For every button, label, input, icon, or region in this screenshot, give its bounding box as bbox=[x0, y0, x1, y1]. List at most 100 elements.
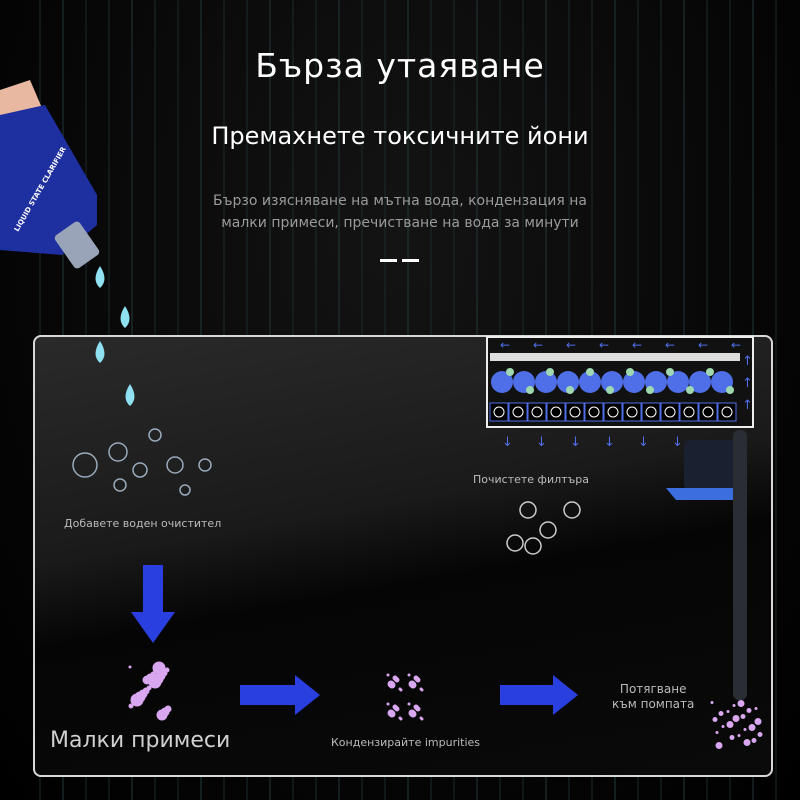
page-title: Бърза утаяване bbox=[255, 46, 545, 85]
flow-arrow-down-icon: ↓ bbox=[604, 435, 615, 450]
impurity-particle bbox=[743, 728, 747, 731]
filter-media bbox=[623, 371, 645, 393]
impurity-particle bbox=[386, 702, 390, 706]
water-drop-icon bbox=[125, 384, 135, 406]
water-drops bbox=[95, 266, 135, 406]
filter-ring bbox=[607, 406, 619, 418]
bubble-icon bbox=[539, 521, 557, 539]
impurity-particle bbox=[128, 703, 134, 709]
filter-media bbox=[626, 368, 634, 376]
impurity-particle bbox=[732, 704, 736, 707]
impurity-particle bbox=[737, 734, 741, 737]
flow-arrow-up-icon: ↑ bbox=[742, 398, 753, 413]
water-drop-icon bbox=[120, 306, 130, 328]
water-drop-icon bbox=[95, 341, 105, 363]
filter-ring bbox=[664, 406, 676, 418]
step-add-cleaner: Добавете воден очистител bbox=[64, 517, 222, 530]
filter-media bbox=[606, 386, 614, 394]
impurity-particle bbox=[413, 675, 419, 681]
molecule-icon bbox=[72, 428, 212, 496]
filter-media bbox=[666, 368, 674, 376]
filter-cell bbox=[508, 402, 528, 422]
flow-arrow-left-icon: ← bbox=[665, 338, 675, 352]
impurity-particle bbox=[408, 680, 416, 688]
bottle-neck bbox=[54, 221, 100, 269]
impurity-particle bbox=[387, 680, 395, 688]
flow-arrow-left-icon: ← bbox=[731, 338, 741, 352]
flow-arrow-down-icon: ↓ bbox=[536, 435, 547, 450]
impurity-particle bbox=[150, 683, 154, 687]
impurity-particle bbox=[392, 704, 398, 710]
flow-arrow-left-icon: ← bbox=[632, 338, 642, 352]
flow-arrow-left-icon: ← bbox=[533, 338, 543, 352]
impurity-particle bbox=[154, 669, 158, 673]
arrow-right-icon bbox=[500, 675, 578, 715]
impurity-particle bbox=[721, 725, 725, 728]
flow-arrow-down-icon: ↓ bbox=[502, 435, 513, 450]
impurity-particle bbox=[718, 711, 724, 716]
filter-media bbox=[689, 371, 711, 393]
filter-cell bbox=[641, 402, 661, 422]
impurity-particle bbox=[732, 715, 740, 722]
impurity-particle bbox=[398, 687, 402, 691]
impurity-particle bbox=[715, 731, 719, 734]
page-subtitle: Премахнете токсичните йони bbox=[211, 122, 589, 150]
description-line: малки примеси, пречистване на вода за ми… bbox=[221, 215, 579, 231]
impurity-particle bbox=[746, 708, 752, 713]
impurity-particle bbox=[398, 716, 402, 720]
impurity-particle bbox=[754, 718, 762, 725]
arrow-down-icon bbox=[131, 565, 175, 643]
flow-arrow-up-icon: ↑ bbox=[742, 376, 753, 391]
impurity-particle bbox=[757, 732, 763, 737]
atom bbox=[198, 458, 212, 472]
filter-ring bbox=[569, 406, 581, 418]
water-drop-icon bbox=[95, 266, 105, 288]
flow-arrow-left-icon: ← bbox=[500, 338, 510, 352]
filter-media bbox=[726, 386, 734, 394]
filter-media bbox=[546, 368, 554, 376]
bubble-icon bbox=[506, 534, 524, 552]
impurity-particle bbox=[387, 709, 395, 717]
filter-ring bbox=[626, 406, 638, 418]
filter-cell bbox=[489, 402, 509, 422]
filter-cell bbox=[546, 402, 566, 422]
impurity-particle bbox=[142, 675, 152, 685]
step-pump: Потягване към помпата bbox=[612, 682, 694, 712]
filter-cell bbox=[717, 402, 737, 422]
filter-media bbox=[506, 368, 514, 376]
filter-cell bbox=[660, 402, 680, 422]
impurity-particle bbox=[751, 738, 757, 743]
impurity-particle bbox=[743, 739, 751, 746]
filter-media bbox=[526, 386, 534, 394]
filter-icon: ←←←←←←←←↑↑↑↓↓↓↓↓↓ bbox=[486, 336, 754, 555]
filter-cell bbox=[565, 402, 585, 422]
bubble-icon bbox=[563, 501, 581, 519]
impurity-particle bbox=[726, 721, 734, 728]
step-condense: Кондензирайте impurities bbox=[331, 736, 481, 749]
filter-ring bbox=[550, 406, 562, 418]
impurity-particle bbox=[419, 716, 423, 720]
filter-plate bbox=[490, 353, 740, 361]
filter-media bbox=[579, 371, 601, 393]
filter-cell bbox=[679, 402, 699, 422]
impurity-particle bbox=[407, 702, 411, 706]
impurity-particle bbox=[737, 700, 745, 707]
filter-ring bbox=[645, 406, 657, 418]
bubble-icon bbox=[519, 501, 537, 519]
impurity-particle bbox=[128, 665, 132, 669]
filter-media bbox=[706, 368, 714, 376]
atom bbox=[166, 456, 184, 474]
atom bbox=[108, 442, 128, 462]
flow-arrow-left-icon: ← bbox=[599, 338, 609, 352]
divider bbox=[380, 259, 420, 263]
filter-media bbox=[686, 386, 694, 394]
step-pump-line: Потягване bbox=[619, 682, 687, 696]
pump-body bbox=[684, 440, 744, 490]
atom bbox=[72, 452, 98, 478]
filter-media bbox=[491, 371, 513, 393]
filter-ring bbox=[512, 406, 524, 418]
impurity-particle bbox=[712, 717, 718, 722]
filter-cell bbox=[584, 402, 604, 422]
impurity-particle bbox=[740, 714, 746, 719]
